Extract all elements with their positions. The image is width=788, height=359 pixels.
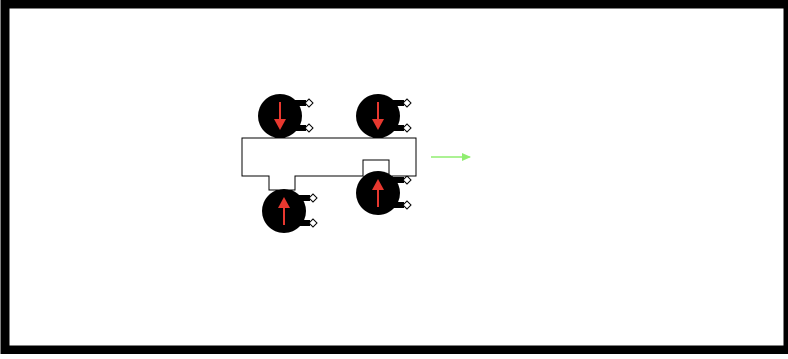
agent-top-left — [258, 94, 314, 138]
gripper-arm — [392, 100, 404, 106]
gripper-claw-icon — [402, 175, 412, 185]
agent-bottom-left — [262, 189, 318, 233]
gripper-arm — [392, 202, 404, 208]
gripper-arm — [298, 195, 310, 201]
gripper-arm — [392, 125, 404, 131]
gripper-arm — [298, 220, 310, 226]
table-platform — [241, 137, 417, 191]
gripper-claw-icon — [402, 123, 412, 133]
gripper-claw-icon — [304, 98, 314, 108]
gripper-arm — [392, 177, 404, 183]
agent-top-right — [356, 94, 412, 138]
arrow-up-icon — [278, 197, 290, 208]
arrow-down-icon — [274, 119, 286, 130]
gripper-arm — [294, 125, 306, 131]
agent-bottom-right — [356, 171, 412, 215]
gripper-claw-icon — [308, 193, 318, 203]
gripper-claw-icon — [402, 200, 412, 210]
agents-group — [258, 94, 412, 233]
gripper-claw-icon — [308, 218, 318, 228]
gripper-claw-icon — [304, 123, 314, 133]
arrow-down-icon — [372, 119, 384, 130]
arrow-up-icon — [372, 179, 384, 190]
gripper-claw-icon — [402, 98, 412, 108]
gripper-arm — [294, 100, 306, 106]
